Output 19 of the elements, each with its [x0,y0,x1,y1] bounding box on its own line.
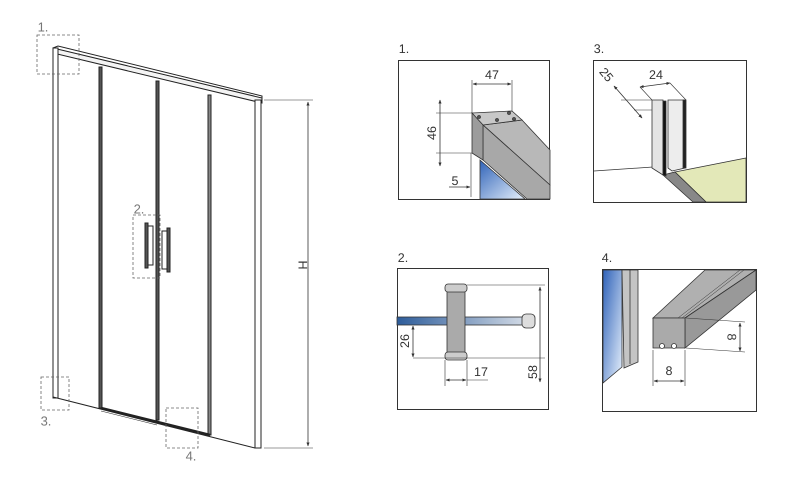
dimension-label: 8 [666,364,672,378]
dimension-label: 5 [452,174,458,188]
callout-number: 3. [40,414,52,428]
detail-number: 1. [398,42,410,56]
dimension-label: 24 [649,68,663,82]
detail-number: 3. [594,42,604,56]
dimension-label: 58 [526,365,540,379]
dimension-label: H [296,260,308,270]
callout-number: 1. [38,20,48,34]
callout-number: 4. [186,450,196,462]
dimension-label: 47 [485,68,499,82]
dimension-label: 46 [426,126,438,140]
dimension-label: 26 [398,334,412,348]
callout-number: 2. [134,202,144,216]
dimension-label: 8 [724,334,738,340]
detail-number: 2. [398,252,408,264]
dimension-label: 25 [596,66,616,84]
dimension-label: 17 [474,366,488,378]
detail-number: 4. [602,252,612,264]
